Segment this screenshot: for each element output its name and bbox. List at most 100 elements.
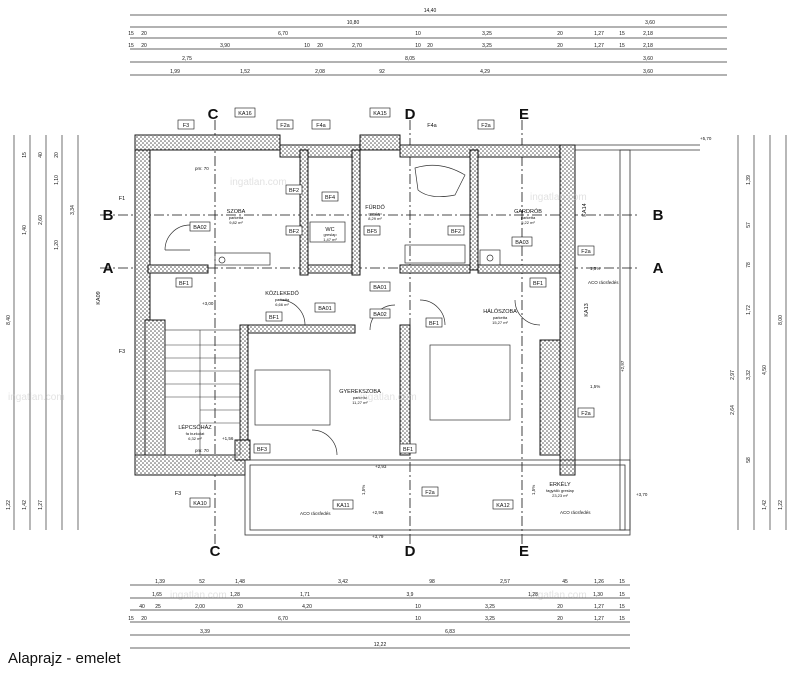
bed-master <box>429 344 511 421</box>
bottom-dim-3-6: 10 <box>415 604 421 610</box>
tag-ka12: KA12 <box>496 503 509 509</box>
right-dim-3: 1,22 <box>778 500 784 510</box>
room-area-wc: 1,47 m² <box>323 237 337 242</box>
tag-f4a-top-right: F4a <box>427 123 437 129</box>
room-area-gardrob: 5,22 m² <box>521 220 535 225</box>
section-a-right: A <box>653 260 664 277</box>
room-finish-erkely: fagyálló greslap <box>546 488 575 493</box>
balcony <box>244 144 700 536</box>
bottom-dim-2-2: 1,28 <box>230 592 240 598</box>
room-area-gyerekszoba: 11,27 m² <box>352 400 368 405</box>
bottom-dim-2-1: 1,65 <box>152 592 162 598</box>
left-dim-12: 1,40 <box>22 225 28 235</box>
tag-bf4: BF4 <box>325 195 335 201</box>
note-slope-1: 1,5% <box>590 266 600 271</box>
top-dim-4-9: 3,25 <box>482 43 492 49</box>
top-dim-3-5: 3,25 <box>482 31 492 37</box>
note-aco-1: ACO rácsfedés <box>300 511 331 516</box>
room-finish-gyerekszoba: parketta <box>353 395 368 400</box>
tag-f3-left: F3 <box>119 349 125 355</box>
top-dim-6-3: 2,08 <box>315 69 325 75</box>
top-dim-4-8: 20 <box>427 43 433 49</box>
note-pm-1: pm: 70 <box>195 166 209 171</box>
top-dim-3-4: 10 <box>415 31 421 37</box>
tag-ba02-a: BA02 <box>193 225 206 231</box>
room-name-furdo: FÜRDŐ <box>365 204 385 211</box>
right-dim-8: 1,72 <box>746 305 752 315</box>
level-8: +3,79 <box>372 534 384 539</box>
note-slope-2: 1,5% <box>590 384 600 389</box>
section-b-right: B <box>653 207 664 224</box>
section-c-bottom: C <box>210 543 221 560</box>
tag-f2a-top-right: F2a <box>481 123 491 129</box>
right-dim-7: 78 <box>746 262 752 268</box>
bottom-dim-6-1: 12,22 <box>374 642 387 648</box>
tag-bf1-c: BF1 <box>269 315 279 321</box>
tag-bf2-c: BF2 <box>451 229 461 235</box>
bottom-dim-4-2: 20 <box>141 616 147 622</box>
tag-ba01-a: BA01 <box>373 285 386 291</box>
top-dim-4-3: 3,90 <box>220 43 230 49</box>
room-name-wc: WC <box>325 227 334 233</box>
top-dim-4-7: 10 <box>415 43 421 49</box>
right-dim-4: 1,42 <box>762 500 768 510</box>
bottom-dim-2-4: 3,9 <box>407 592 414 598</box>
note-aco-2: ACO rácsfedés <box>560 510 591 515</box>
bottom-dim-1-5: 98 <box>429 579 435 585</box>
tag-f3-top: F3 <box>183 123 189 129</box>
tag-bf5: BF5 <box>367 229 377 235</box>
top-dim-4-1: 15 <box>128 43 134 49</box>
tag-bf1-e: BF1 <box>403 447 413 453</box>
tag-f4a-top-left: F4a <box>316 123 326 129</box>
tag-bf3: BF3 <box>257 447 267 453</box>
plan-caption: Alaprajz - emelet <box>8 650 121 667</box>
left-dim-1: 8,40 <box>6 315 12 325</box>
section-d-bottom: D <box>405 543 416 560</box>
tag-ka09: KA09 <box>96 291 102 304</box>
bottom-dim-1-2: 52 <box>199 579 205 585</box>
section-a-left: A <box>103 260 114 277</box>
room-finish-gardrob: parketta <box>521 215 536 220</box>
tag-bf1-b: BF1 <box>533 281 543 287</box>
tag-ka13: KA13 <box>584 303 590 316</box>
room-finish-haloszoba: parketta <box>493 315 508 320</box>
bottom-dim-2-3: 1,71 <box>300 592 310 598</box>
bottom-dim-1-8: 1,26 <box>594 579 604 585</box>
left-dim-5: 1,10 <box>54 175 60 185</box>
note-pm-2: pm: 70 <box>195 448 209 453</box>
room-finish-szoba: parketta <box>229 215 244 220</box>
left-dim-8: 15 <box>22 152 28 158</box>
bottom-dim-4-6: 20 <box>557 616 563 622</box>
top-dim-4-11: 1,27 <box>594 43 604 49</box>
bottom-dim-1-4: 3,42 <box>338 579 348 585</box>
top-dim-3-1: 15 <box>128 31 134 37</box>
fixtures <box>214 164 511 426</box>
desk <box>214 252 271 266</box>
section-e-top: E <box>519 106 529 123</box>
bottom-dim-2-7: 15 <box>619 592 625 598</box>
top-dim-4-6: 2,70 <box>352 43 362 49</box>
level-7: +3,70 <box>636 492 648 497</box>
section-b-left: B <box>103 207 114 224</box>
left-dim-10: 2,60 <box>38 215 44 225</box>
top-dim-3-6: 20 <box>557 31 563 37</box>
left-dim-2: 1,22 <box>6 500 12 510</box>
section-c-top: C <box>208 106 219 123</box>
bottom-dim-3-1: 40 <box>139 604 145 610</box>
top-dim-3-9: 2,18 <box>643 31 653 37</box>
room-finish-lepcsohaz: fa burkolat <box>186 431 206 436</box>
level-5: +2,96 <box>372 510 384 515</box>
vanity <box>404 244 466 264</box>
top-dim-4-5: 20 <box>317 43 323 49</box>
bottom-dim-3-8: 20 <box>557 604 563 610</box>
bottom-dim-2-5: 1,28 <box>528 592 538 598</box>
sink <box>479 249 501 266</box>
top-dim-5-2: 8,05 <box>405 56 415 62</box>
bottom-dim-1-6: 2,57 <box>500 579 510 585</box>
room-name-haloszoba: HÁLÓSZOBA <box>483 308 517 315</box>
top-dim-3-3: 6,70 <box>278 31 288 37</box>
right-dim-1: 8,00 <box>778 315 784 325</box>
room-area-furdo: 8,29 m² <box>368 216 382 221</box>
right-dim-5: 1,39 <box>746 175 752 185</box>
tag-ka16: KA16 <box>238 111 251 117</box>
